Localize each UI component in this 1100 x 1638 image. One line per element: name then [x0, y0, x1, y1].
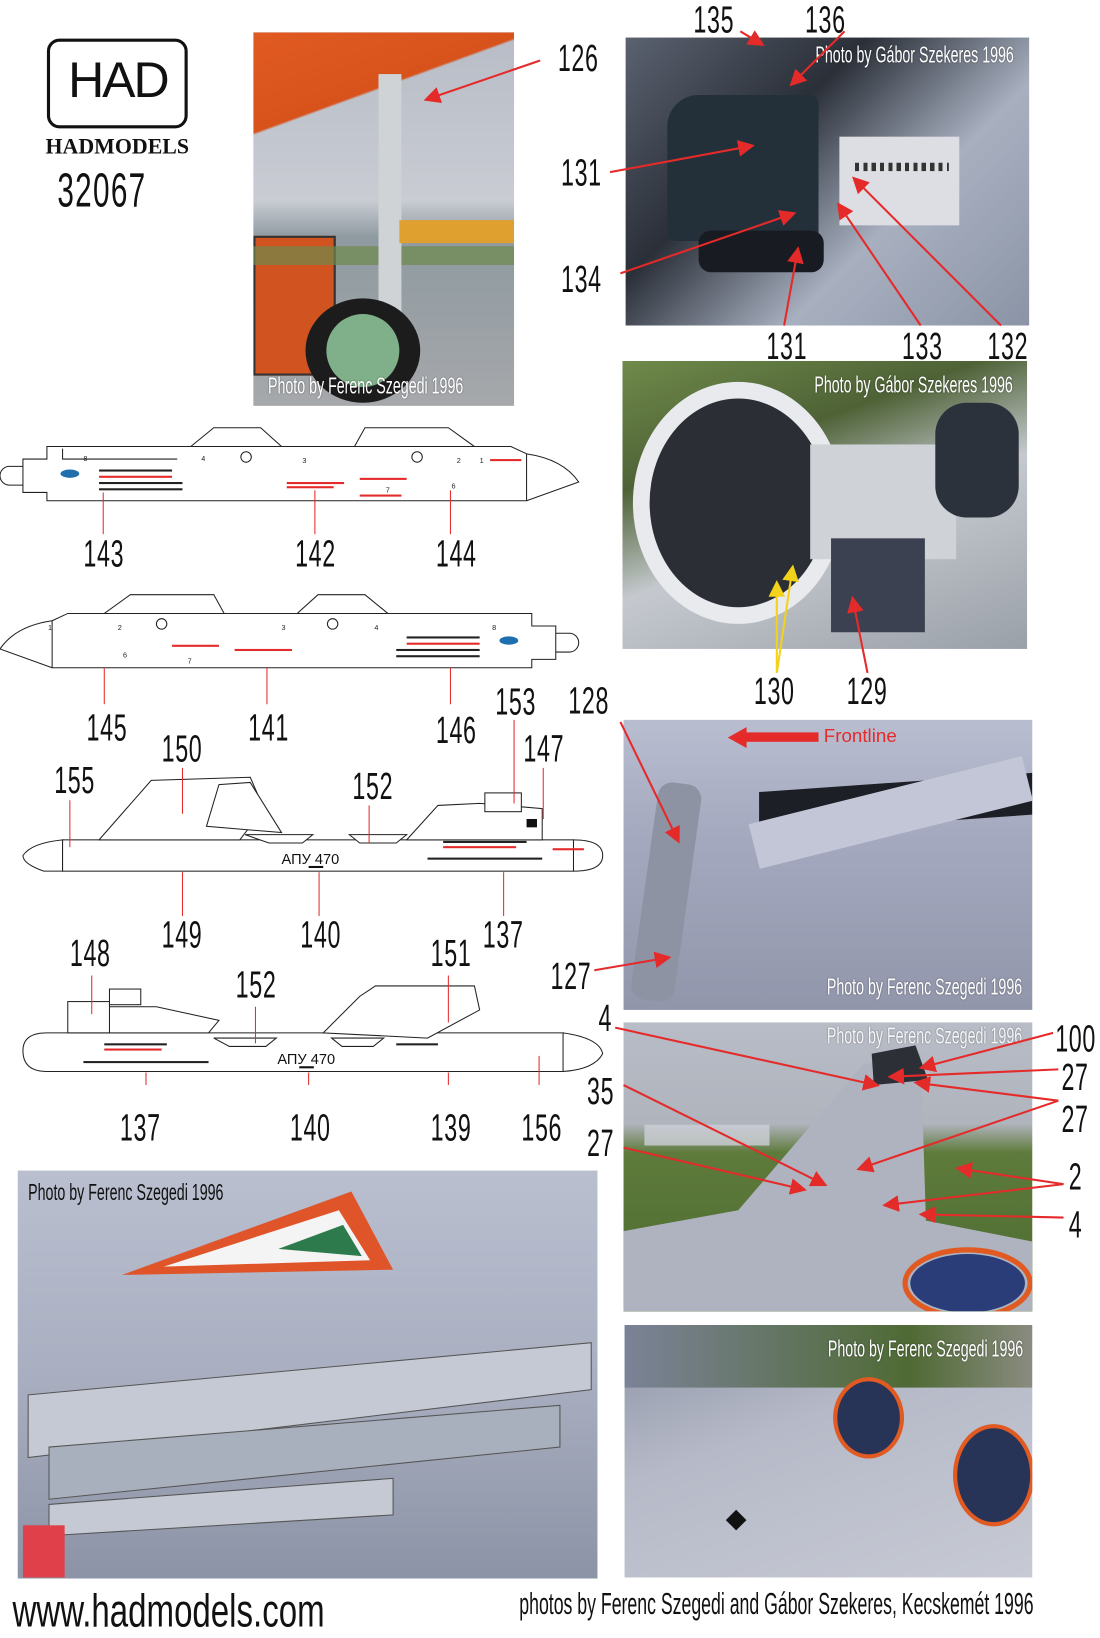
callout-127: 127: [550, 954, 592, 998]
apu-designation: АПУ 470: [277, 1052, 335, 1068]
hungarian-roundel-and-pylons: [22, 1191, 592, 1578]
callout-140: 140: [300, 912, 342, 956]
callout-145: 145: [86, 706, 128, 750]
callout-143: 143: [83, 532, 125, 575]
callout-4: 4: [598, 996, 613, 1040]
station-number: 8: [83, 454, 87, 463]
callout-142: 142: [295, 532, 336, 575]
callout-149: 149: [161, 912, 203, 956]
callout-126: 126: [557, 36, 599, 80]
callout-146: 146: [435, 708, 477, 752]
callout-130: 130: [753, 669, 795, 713]
callout-155: 155: [54, 758, 95, 802]
station-number: 8: [492, 623, 496, 632]
callout-27: 27: [1061, 1055, 1089, 1099]
station-number: 1: [480, 456, 484, 465]
frontline-annotation: Frontline: [823, 725, 897, 746]
had-logo: [46, 38, 188, 129]
callout-35: 35: [587, 1069, 615, 1113]
callout-133: 133: [901, 324, 943, 368]
callout-27: 27: [587, 1121, 615, 1165]
photo-exhaust: Photo by Ferenc Szegedi 1996: [624, 1324, 1033, 1578]
photo-credits: photos by Ferenc Szegedi and Gábor Szeke…: [519, 1587, 1034, 1622]
callout-100: 100: [1055, 1017, 1096, 1060]
pylon-drawing-3: АПУ 470: [22, 719, 604, 917]
photo-caption: Photo by Ferenc Szegedi 1996: [826, 1022, 1023, 1049]
brand-name: HADMODELS: [45, 133, 190, 159]
photo-caption: Photo by Gábor Szekeres 1996: [815, 41, 1014, 68]
callout-152: 152: [352, 764, 394, 808]
station-number: 1: [48, 623, 52, 632]
photo-cockpit-equipment: Photo by Gábor Szekeres 1996: [625, 37, 1030, 326]
callout-156: 156: [521, 1105, 563, 1149]
sheet-number: 32067: [57, 162, 147, 218]
callout-131: 131: [560, 151, 602, 195]
station-number: 3: [302, 456, 306, 465]
station-number: 6: [451, 481, 455, 490]
station-number: 6: [123, 650, 127, 659]
photo-main-gear: Frontline Photo by Ferenc Szegedi 1996: [623, 719, 1033, 1010]
station-number: 4: [374, 623, 378, 632]
station-number: 7: [386, 485, 390, 494]
callout-150: 150: [161, 727, 203, 770]
photo-cockpit: Photo by Gábor Szekeres 1996: [622, 360, 1028, 649]
callout-153: 153: [495, 680, 537, 724]
callout-136: 136: [804, 0, 846, 41]
pylon-drawing-1: 8 4 3 2 1 7 6: [0, 427, 580, 535]
station-number: 2: [118, 623, 122, 632]
website-link[interactable]: www.hadmodels.com: [12, 1585, 325, 1637]
callout-2: 2: [1068, 1154, 1083, 1198]
callout-139: 139: [430, 1105, 472, 1149]
pylon-drawings: 8 4 3 2 1 7 6 1: [0, 427, 604, 1086]
station-number: 7: [188, 657, 192, 666]
station-number: 2: [457, 456, 461, 465]
callout-132: 132: [987, 324, 1029, 368]
callout-151: 151: [430, 931, 472, 975]
pylon-drawing-2: [0, 594, 580, 669]
logo-lettering: HAD: [68, 53, 170, 109]
callout-134: 134: [560, 257, 602, 301]
callout-27: 27: [1061, 1097, 1089, 1141]
photo-pylon-underside: Photo by Ferenc Szegedi 1996: [17, 1170, 598, 1579]
photo-caption: Photo by Gábor Szekeres 1996: [814, 371, 1013, 398]
callout-135: 135: [693, 0, 735, 41]
pylon-drawing-4: АПУ 470: [22, 975, 604, 1086]
callout-140: 140: [289, 1105, 331, 1149]
callout-144: 144: [435, 532, 477, 575]
callout-137: 137: [482, 912, 524, 956]
photo-nose-gear: Photo by Ferenc Szegedi 1996: [253, 32, 515, 406]
photo-caption: Photo by Ferenc Szegedi 1996: [826, 973, 1023, 1000]
callout-4: 4: [1068, 1202, 1083, 1246]
callout-141: 141: [248, 706, 289, 750]
callout-147: 147: [523, 727, 565, 770]
station-number: 3: [282, 623, 286, 632]
callout-131: 131: [766, 324, 808, 368]
callout-148: 148: [69, 931, 111, 975]
tail-fin-shape: [623, 1045, 1033, 1312]
photo-caption: Photo by Ferenc Szegedi 1996: [827, 1335, 1024, 1362]
callout-137: 137: [119, 1105, 161, 1149]
callout-152: 152: [235, 962, 277, 1006]
callout-129: 129: [846, 669, 888, 713]
station-number: 4: [201, 454, 205, 463]
pylon-2-labels: 1 2 3 4 8 6 7: [48, 623, 496, 705]
photo-caption: Photo by Ferenc Szegedi 1996: [267, 372, 464, 399]
callout-128: 128: [568, 679, 610, 722]
apu-designation: АПУ 470: [282, 852, 340, 868]
photo-caption: Photo by Ferenc Szegedi 1996: [28, 1178, 224, 1206]
